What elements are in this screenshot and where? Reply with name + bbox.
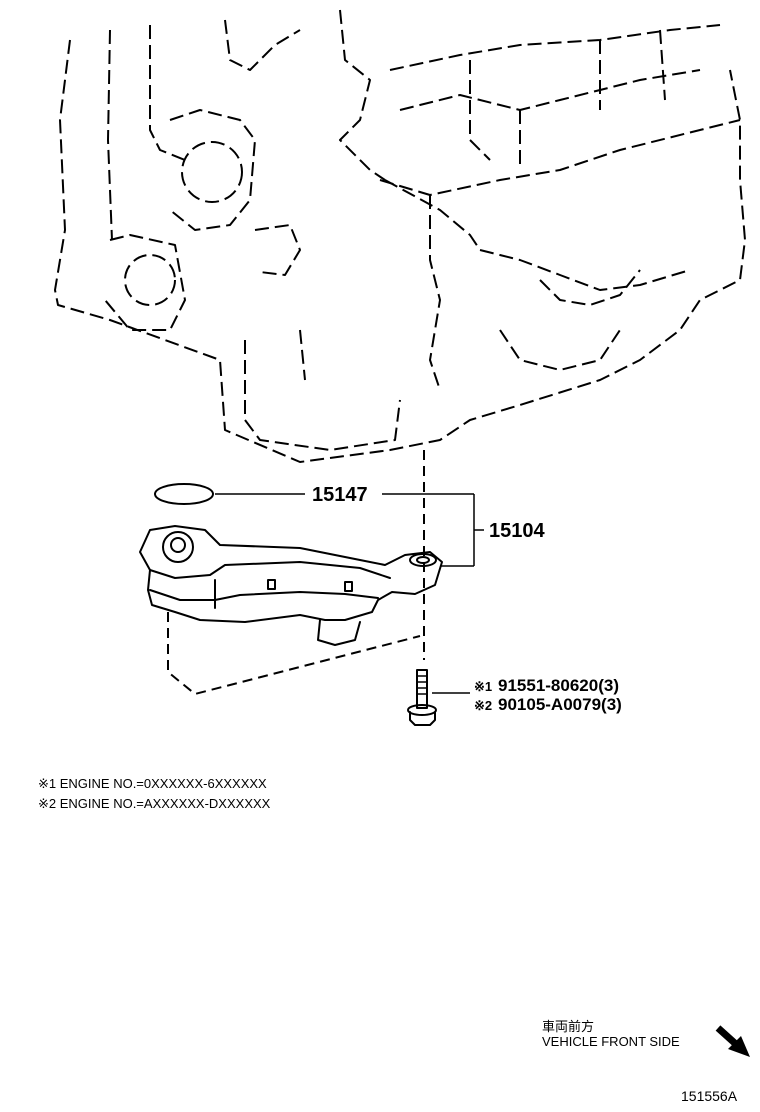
strainer-phantom [167,612,421,695]
bolt [407,669,437,726]
vehicle-front-arrow-icon [715,1025,750,1057]
engine-note-1: ※1 ENGINE NO.=0XXXXXX-6XXXXXX [38,776,267,791]
leader-strainer [382,493,484,567]
label-bolt-2: 90105-A0079(3) [498,695,622,714]
oil-strainer [139,525,443,646]
label-strainer: 15104 [489,520,545,542]
engine-note-2: ※2 ENGINE NO.=AXXXXXX-DXXXXXX [38,796,271,811]
marker-bolt-2: ※2 [474,698,492,713]
label-gasket: 15147 [312,484,368,506]
engine-block [54,9,746,463]
label-bolt-1: 91551-80620(3) [498,676,619,695]
vehicle-front-label-en: VEHICLE FRONT SIDE [542,1034,680,1049]
vehicle-front-label-jp: 車両前方 [542,1019,595,1034]
marker-bolt-1: ※1 [474,679,492,694]
diagram-id: 151556A [681,1088,738,1104]
gasket-oring [154,483,214,505]
